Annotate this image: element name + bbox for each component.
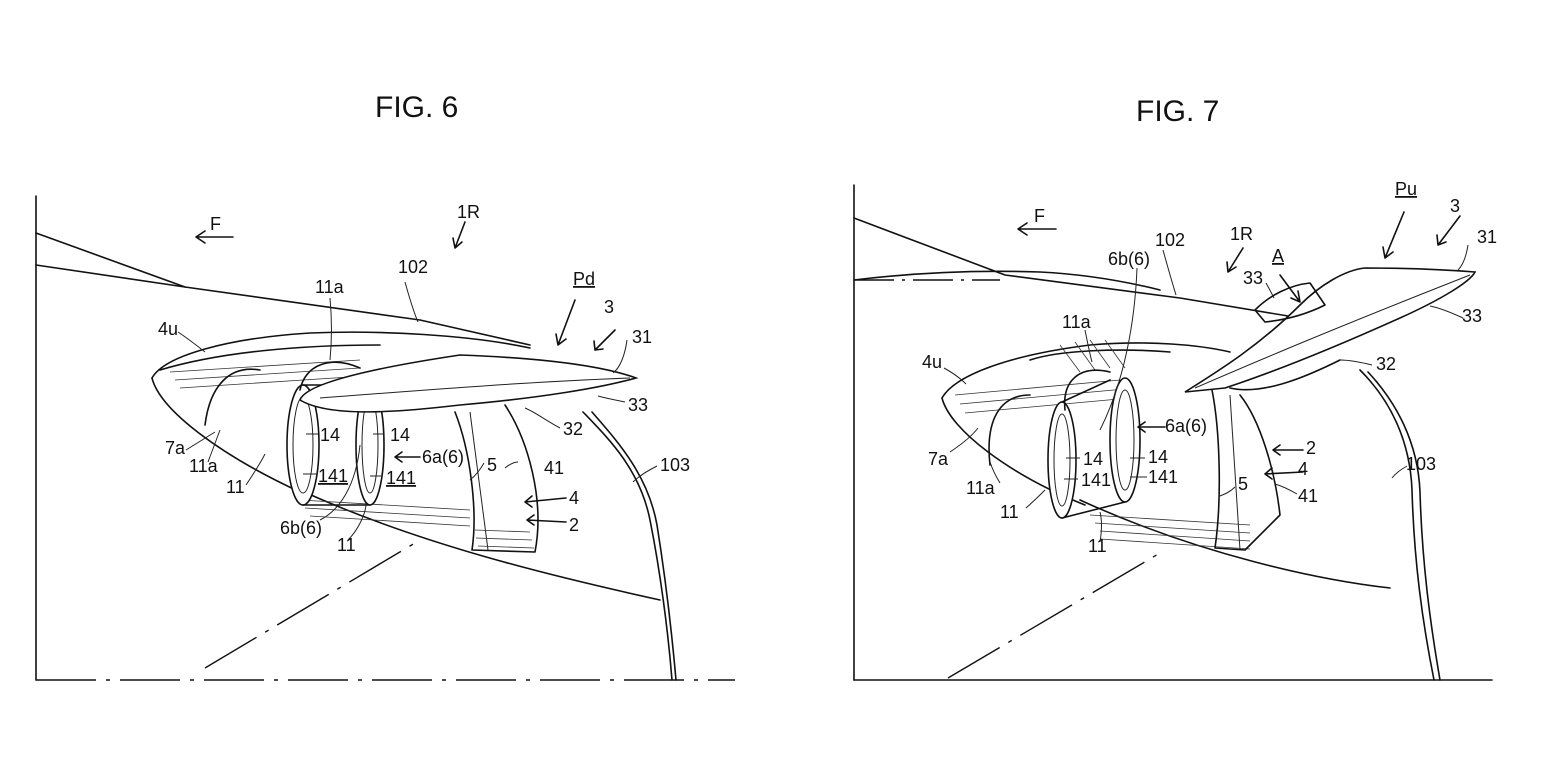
ref-14-b: 14: [1148, 447, 1168, 467]
ref-2: 2: [1306, 438, 1316, 458]
leader-lines: [177, 281, 658, 541]
ref-141-a: 141: [318, 466, 348, 486]
ref-11-bottom: 11: [1088, 536, 1107, 556]
ref-Pd: Pd: [573, 269, 595, 289]
vehicle-body: [35, 232, 677, 681]
vehicle-body: [853, 217, 1441, 681]
flaps: [1211, 389, 1281, 551]
ref-103: 103: [1406, 454, 1436, 474]
ref-11-left: 11: [1000, 502, 1019, 522]
ref-31: 31: [1477, 227, 1497, 247]
arrows: [195, 221, 616, 526]
duct-housing: [941, 339, 1251, 550]
ref-4u: 4u: [922, 352, 942, 372]
ref-41: 41: [544, 458, 564, 478]
ref-6a: 6a(6): [422, 447, 464, 467]
ref-1R: 1R: [457, 202, 480, 222]
fan-assembly: [988, 369, 1141, 519]
ref-14-a: 14: [1083, 449, 1103, 469]
ref-11a-top: 11a: [1062, 312, 1092, 332]
ref-33-a: 33: [1243, 268, 1263, 288]
ref-31: 31: [632, 327, 652, 347]
ref-141-a: 141: [1081, 470, 1111, 490]
ref-102: 102: [1155, 230, 1185, 250]
wing: [299, 354, 639, 413]
ref-11-left: 11: [226, 477, 245, 497]
ref-4: 4: [569, 488, 579, 508]
ref-6a: 6a(6): [1165, 416, 1207, 436]
figure-6: FIG. 6: [35, 91, 735, 681]
ref-A: A: [1272, 246, 1284, 266]
ref-3: 3: [1450, 196, 1460, 216]
ref-6b: 6b(6): [280, 518, 322, 538]
figure-title: FIG. 7: [1136, 95, 1219, 128]
ref-103: 103: [660, 455, 690, 475]
duct-housing: [151, 331, 531, 527]
ref-11a-left: 11a: [189, 456, 219, 476]
wing: [1184, 267, 1477, 393]
arrows: [1017, 211, 1461, 480]
ref-14-a: 14: [320, 425, 340, 445]
ref-7a: 7a: [928, 449, 949, 469]
ref-11a-left: 11a: [966, 478, 996, 498]
ref-141-b: 141: [1148, 467, 1178, 487]
ref-14-b: 14: [390, 425, 410, 445]
ref-102: 102: [398, 257, 428, 277]
ref-F: F: [210, 214, 221, 234]
ref-4u: 4u: [158, 319, 178, 339]
flaps: [454, 404, 539, 553]
frame-lines: [853, 184, 1493, 681]
ref-1R: 1R: [1230, 224, 1253, 244]
reference-labels: F Pu 3 31 102 1R 6b(6) A 33 33 11a 4u 32…: [922, 179, 1497, 556]
ref-6b: 6b(6): [1108, 249, 1150, 269]
fan-assembly: [204, 361, 385, 506]
ref-32: 32: [563, 419, 583, 439]
ref-33: 33: [628, 395, 648, 415]
ref-4: 4: [1298, 459, 1308, 479]
frame-lines: [35, 195, 735, 681]
ref-33-b: 33: [1462, 306, 1482, 326]
figure-title: FIG. 6: [375, 91, 458, 124]
ref-F: F: [1034, 206, 1045, 226]
ref-141-b: 141: [386, 468, 416, 488]
reference-labels: F 1R 102 11a Pd 3 4u 31 33 7a 11a 14 14 …: [158, 202, 690, 555]
ref-11a-top: 11a: [315, 277, 345, 297]
ref-3: 3: [604, 297, 614, 317]
ref-5: 5: [1238, 474, 1248, 494]
ref-32: 32: [1376, 354, 1396, 374]
leader-lines: [943, 244, 1469, 543]
ref-2: 2: [569, 515, 579, 535]
ref-Pu: Pu: [1395, 179, 1417, 199]
ref-5: 5: [487, 455, 497, 475]
ref-11-bottom: 11: [337, 535, 356, 555]
ref-41: 41: [1298, 486, 1318, 506]
figure-7: FIG. 7: [853, 95, 1497, 681]
ref-7a: 7a: [165, 438, 186, 458]
